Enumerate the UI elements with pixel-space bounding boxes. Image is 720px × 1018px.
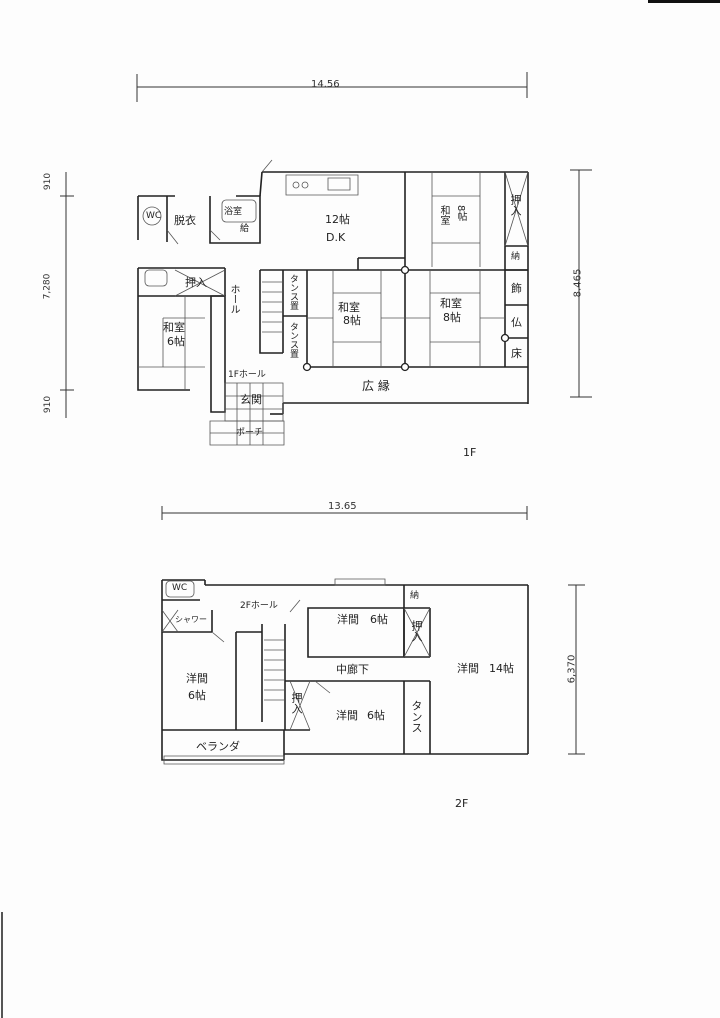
f2-oshiire-mid-label: 押入 [290,692,303,714]
floor2-label: 2F [455,797,469,810]
f2-veranda-label: ベランダ [196,740,240,753]
f2-youma-left-label: 洋間 [186,672,208,685]
f1-washitsu-right-size: 8帖 [443,311,461,324]
f2-youma-left-size: 6帖 [188,689,206,702]
f1-left-mid-dim: 7,280 [42,273,53,300]
f1-depth-dim: 8.465 [572,268,584,298]
f1-kazari-label: 飾 [511,282,522,295]
f2-oshiire-top-label: 押入 [410,620,423,642]
f1-washitsu-mid-label: 和室 [338,301,360,314]
f1-washitsu-top-label: 和室 [438,205,449,225]
f2-hall-label: 2Fホール [240,601,278,611]
f1-left-top-dim: 910 [43,172,54,191]
f2-youma-tl-size: 6帖 [370,613,388,626]
f1-oshiire-left-label: 押入 [185,276,207,289]
f2-width-dim: 13.65 [328,501,357,512]
f2-tansu-label: タンス [410,700,423,733]
f1-washitsu-right-label: 和室 [440,297,462,310]
floor1-label: 1F [463,446,477,459]
f1-porch-label: ポーチ [236,428,264,438]
f2-youma-mid-size: 6帖 [367,709,385,722]
f1-width-dim: 14.56 [311,79,340,90]
f1-hall-label: ホール [228,284,239,314]
f1-dk-size-label: 12帖 [325,213,350,226]
f1-tansu2-label: タンス置 [288,322,298,358]
f1-hall1f-label: 1Fホール [228,370,266,380]
scan-edge-top [648,0,720,3]
f2-nakarouka-label: 中廊下 [336,663,369,676]
f1-oshiire-right-label: 押入 [509,194,522,216]
f2-wc-label: WC [172,583,188,593]
f1-washitsu6-label: 和室 [163,321,185,334]
f1-washitsu-top-size: 8帖 [455,205,466,222]
f2-depth-dim: 6,370 [566,654,578,684]
f1-kyuto-label: 給 [240,224,250,234]
scan-edge-left [1,912,3,1018]
f2-nando-label: 納 [410,591,420,601]
f1-tansu1-label: タンス置 [288,274,298,310]
f1-dk-name-label: D.K [326,231,346,244]
f1-wc-label: WC [146,211,162,221]
f1-left-bottom-dim: 910 [43,395,54,414]
f1-washitsu6-size: 6帖 [167,335,185,348]
f1-nando-label: 納 [511,252,521,262]
f2-youma-big-label: 洋間 [457,662,479,675]
f1-genkan-label: 玄関 [240,393,262,406]
f1-toko-label: 床 [511,347,522,360]
f2-youma-mid-label: 洋間 [336,709,358,722]
f1-butsu-label: 仏 [511,316,522,329]
f2-youma-big-size: 14帖 [489,662,514,675]
f1-datsui-label: 脱衣 [174,214,196,227]
f1-bath-label: 浴室 [224,207,243,217]
f1-washitsu-mid-size: 8帖 [343,314,361,327]
f2-youma-tl-label: 洋間 [337,613,359,626]
f2-shower-label: シャワー [175,615,207,624]
f1-hiroen-label: 広 縁 [362,379,390,393]
